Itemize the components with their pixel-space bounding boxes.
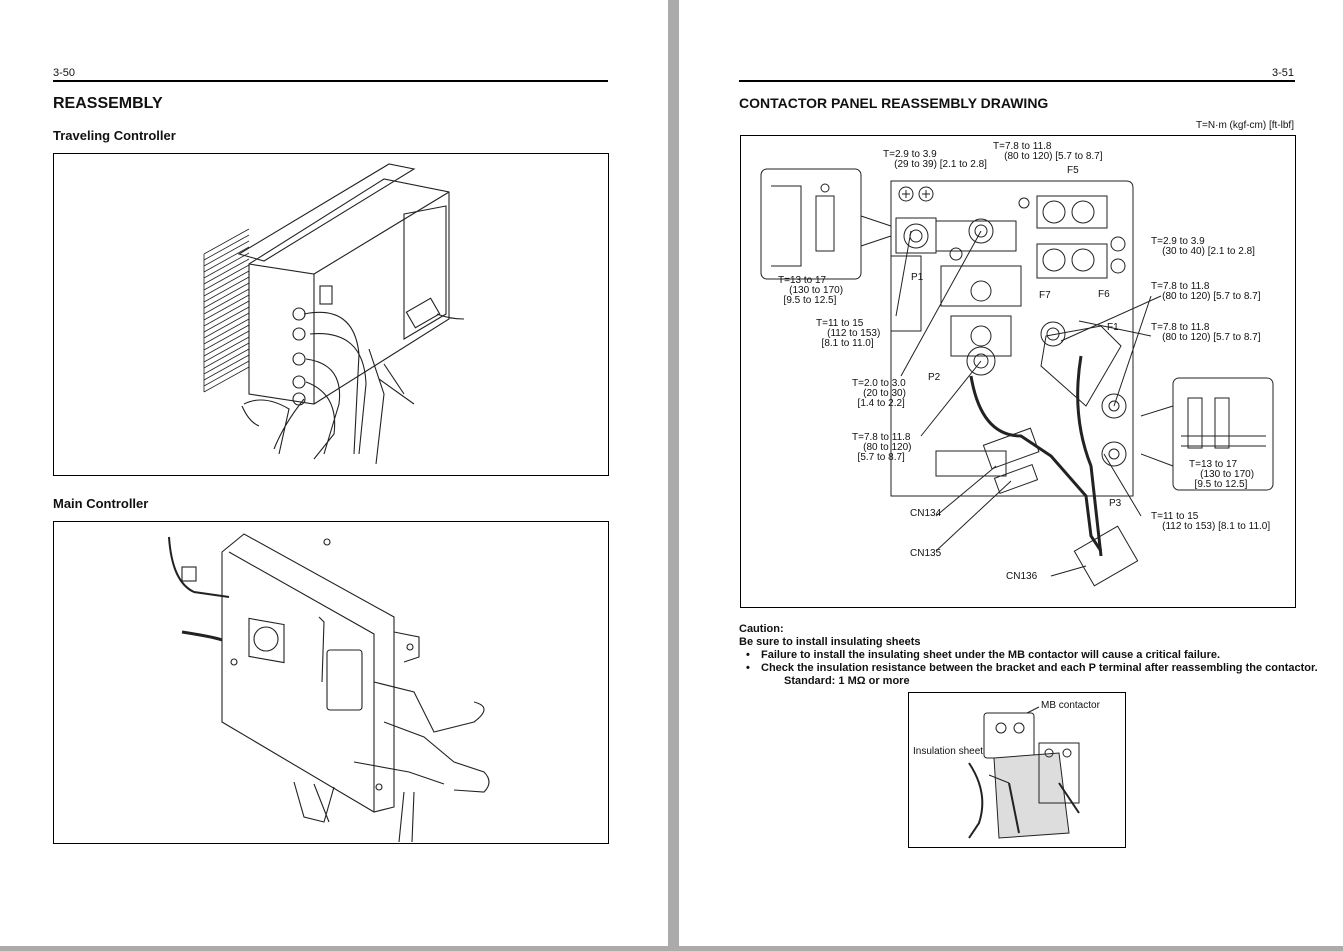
- torque-label: T=13 to 17 (130 to 170) [9.5 to 12.5]: [778, 275, 844, 306]
- contactor-panel-illustration: [760, 168, 1274, 587]
- left-page: 3-50 REASSEMBLY Traveling Controller: [0, 0, 668, 946]
- insulation-sheet-label: Insulation sheet: [913, 746, 984, 757]
- header-rule: [53, 80, 608, 82]
- torque-label: T=7.8 to 11.8 (80 to 120) [5.7 to 8.7]: [852, 432, 912, 463]
- terminal-label-p1: P1: [911, 272, 924, 283]
- caution-bullet: Check the insulation resistance between …: [746, 662, 1318, 675]
- page-title: CONTACTOR PANEL REASSEMBLY DRAWING: [739, 95, 1049, 111]
- page-title: REASSEMBLY: [53, 95, 163, 112]
- caution-bullet: Failure to install the insulating sheet …: [746, 649, 1220, 662]
- mb-contactor-label: MB contactor: [1041, 700, 1100, 711]
- connector-label-cn134: CN134: [910, 508, 942, 519]
- torque-label: T=7.8 to 11.8 (80 to 120) [5.7 to 8.7]: [1151, 281, 1261, 302]
- fuse-label-f7: F7: [1039, 290, 1051, 301]
- torque-label: T=11 to 15 (112 to 153) [8.1 to 11.0]: [1151, 511, 1271, 532]
- caution-standard: Standard: 1 MΩ or more: [784, 675, 910, 687]
- caution-title: Caution:: [739, 623, 784, 635]
- torque-label: T=2.9 to 3.9 (30 to 40) [2.1 to 2.8]: [1151, 236, 1255, 257]
- section-heading-traveling-controller: Traveling Controller: [53, 128, 176, 143]
- torque-label: T=13 to 17 (130 to 170) [9.5 to 12.5]: [1189, 459, 1255, 490]
- page-number: 3-51: [1271, 67, 1294, 79]
- traveling-controller-figure: [53, 153, 609, 476]
- connector-label-cn136: CN136: [1006, 571, 1038, 582]
- units-note: T=N·m (kgf-cm) [ft-lbf]: [1195, 120, 1294, 131]
- fuse-label-f6: F6: [1098, 289, 1110, 300]
- terminal-label-p3: P3: [1109, 498, 1122, 509]
- torque-label: T=2.0 to 3.0 (20 to 30) [1.4 to 2.2]: [852, 378, 906, 409]
- contactor-photo-sketch: [968, 706, 1080, 839]
- section-heading-main-controller: Main Controller: [53, 496, 149, 511]
- caution-line: Be sure to install insulating sheets: [739, 636, 921, 648]
- insulation-sheet-photo: MB contactor Insulation sheet: [908, 692, 1126, 848]
- torque-label: T=7.8 to 11.8 (80 to 120) [5.7 to 8.7]: [993, 141, 1103, 162]
- page-number: 3-50: [53, 67, 76, 79]
- header-rule: [739, 80, 1295, 82]
- terminal-label-p2: P2: [928, 372, 941, 383]
- torque-label: T=2.9 to 3.9 (29 to 39) [2.1 to 2.8]: [883, 149, 987, 170]
- contactor-panel-drawing: T=2.9 to 3.9 (29 to 39) [2.1 to 2.8] T=7…: [740, 135, 1296, 608]
- traveling-controller-drawing: [203, 163, 465, 465]
- right-page: 3-51 CONTACTOR PANEL REASSEMBLY DRAWING …: [679, 0, 1343, 946]
- torque-label: T=11 to 15 (112 to 153) [8.1 to 11.0]: [816, 318, 881, 349]
- fuse-label-f5: F5: [1067, 165, 1079, 176]
- main-controller-drawing: [168, 533, 490, 843]
- connector-label-cn135: CN135: [910, 548, 942, 559]
- main-controller-figure: [53, 521, 609, 844]
- torque-label: T=7.8 to 11.8 (80 to 120) [5.7 to 8.7]: [1151, 322, 1261, 343]
- fuse-label-f1: F1: [1107, 322, 1119, 333]
